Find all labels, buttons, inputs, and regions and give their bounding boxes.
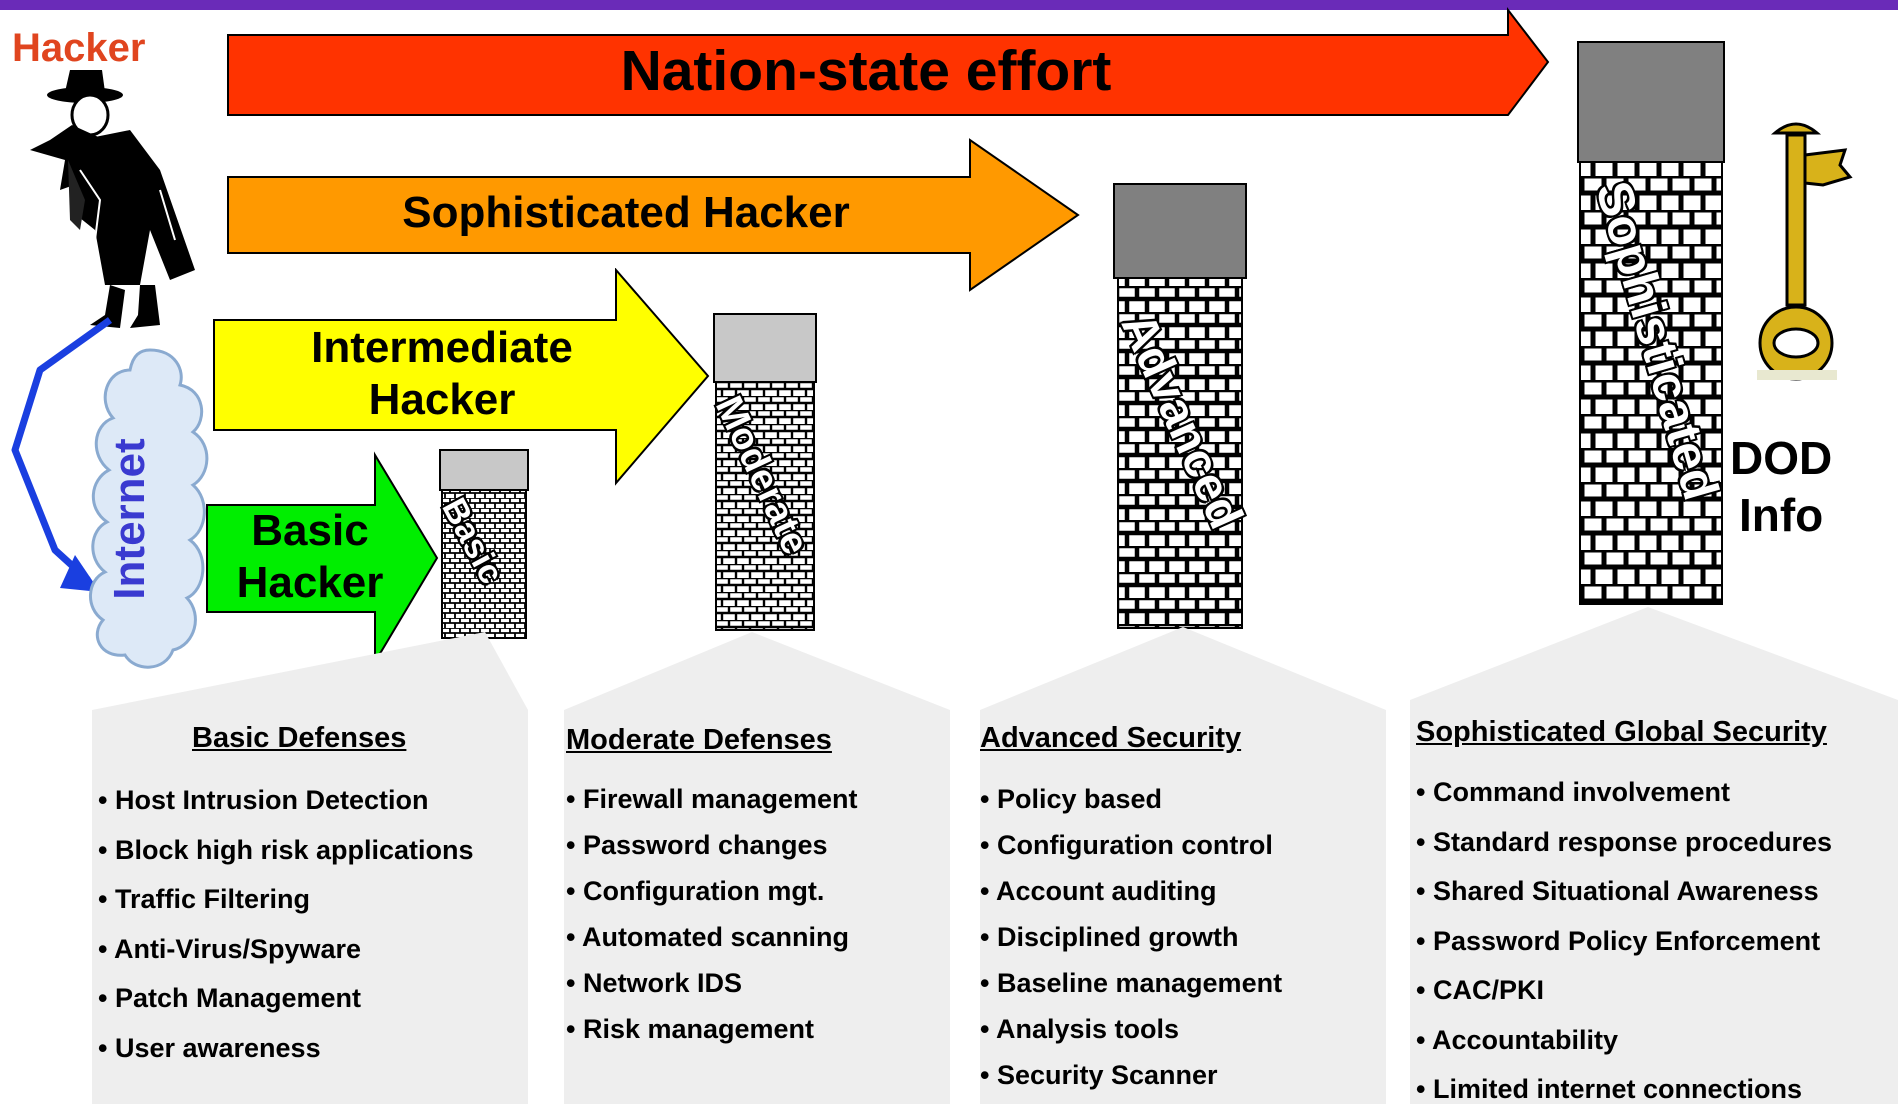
nation-state-arrow-fill [227, 7, 1550, 116]
basic-hacker-arrow [206, 451, 439, 666]
dod-label-line2: Info [1738, 489, 1824, 542]
list-item: • Network IDS [566, 968, 742, 998]
list-item: • Patch Management [98, 983, 362, 1013]
list-item: • Security Scanner [980, 1060, 1218, 1090]
sophisticated-global-security-title: Sophisticated Global Security [1416, 716, 1827, 748]
connection-arrow-icon [11, 317, 113, 592]
list-item: • Account auditing [980, 876, 1217, 906]
list-item: • Automated scanning [566, 922, 849, 952]
nation-state-label: Nation-state effort [620, 39, 1112, 103]
list-item: • Disciplined growth [980, 922, 1239, 952]
basic-hacker-label: Basic Hacker [205, 505, 415, 609]
list-item: • Limited internet connections [1416, 1074, 1802, 1104]
basic-defenses-panel [92, 632, 528, 1104]
moderate-defenses-list: • Firewall management • Password changes… [566, 776, 858, 1052]
list-item: • Password changes [566, 830, 828, 860]
list-item: • Analysis tools [980, 1014, 1180, 1044]
sophisticated-hacker-arrow [227, 138, 1080, 292]
tower-sophisticated [1577, 41, 1725, 605]
list-item: • Accountability [1416, 1024, 1618, 1055]
tower-advanced [1113, 183, 1247, 629]
tower-moderate [713, 313, 817, 631]
list-item: • Host Intrusion Detection [98, 785, 429, 815]
dod-label-line1: DOD [1730, 432, 1833, 484]
list-item: • Configuration mgt. [566, 876, 825, 906]
advanced-security-list: • Policy based • Configuration control •… [980, 776, 1282, 1098]
intermediate-hacker-label: Intermediate Hacker [212, 322, 672, 426]
list-item: • Block high risk applications [98, 834, 474, 865]
intermediate-hacker-line1: Intermediate [311, 323, 573, 372]
advanced-security-panel [980, 627, 1386, 1104]
sophisticated-hacker-label: Sophisticated Hacker [402, 188, 850, 237]
top-bar [0, 0, 1898, 10]
dod-info-label: DOD Info [1730, 430, 1832, 544]
moderate-defenses-panel [564, 632, 950, 1104]
list-item: • User awareness [98, 1032, 321, 1063]
basic-hacker-line1: Basic [251, 506, 369, 555]
list-item: • Baseline management [980, 968, 1283, 998]
key-icon [1757, 122, 1853, 381]
intermediate-hacker-arrow [213, 268, 710, 486]
list-item: • Configuration control [980, 830, 1273, 860]
sophisticated-global-security-panel [1410, 607, 1898, 1104]
intermediate-hacker-line2: Hacker [368, 374, 516, 424]
list-item: • Anti-Virus/Spyware [98, 933, 362, 964]
list-item: • Password Policy Enforcement [1416, 925, 1821, 956]
sophisticated-global-security-list: • Command involvement • Standard respons… [1416, 768, 1832, 1115]
basic-hacker-line2: Hacker [236, 557, 384, 607]
list-item: • Shared Situational Awareness [1416, 876, 1819, 906]
list-item: • Command involvement [1416, 777, 1731, 807]
hacker-figure-icon [30, 70, 195, 328]
hacker-label: Hacker [12, 26, 146, 70]
advanced-security-title: Advanced Security [980, 722, 1242, 754]
basic-defenses-title: Basic Defenses [192, 722, 407, 754]
list-item: • Policy based [980, 784, 1163, 814]
basic-defenses-list: • Host Intrusion Detection • Block high … [98, 776, 474, 1073]
internet-label: Internet [105, 438, 154, 600]
moderate-defenses-title: Moderate Defenses [566, 724, 832, 756]
list-item: • Firewall management [566, 784, 858, 814]
list-item: • CAC/PKI [1416, 975, 1544, 1005]
list-item: • Risk management [566, 1014, 815, 1044]
list-item: • Standard response procedures [1416, 826, 1833, 857]
internet-cloud-icon [89, 348, 209, 669]
list-item: • Traffic Filtering [98, 884, 310, 914]
